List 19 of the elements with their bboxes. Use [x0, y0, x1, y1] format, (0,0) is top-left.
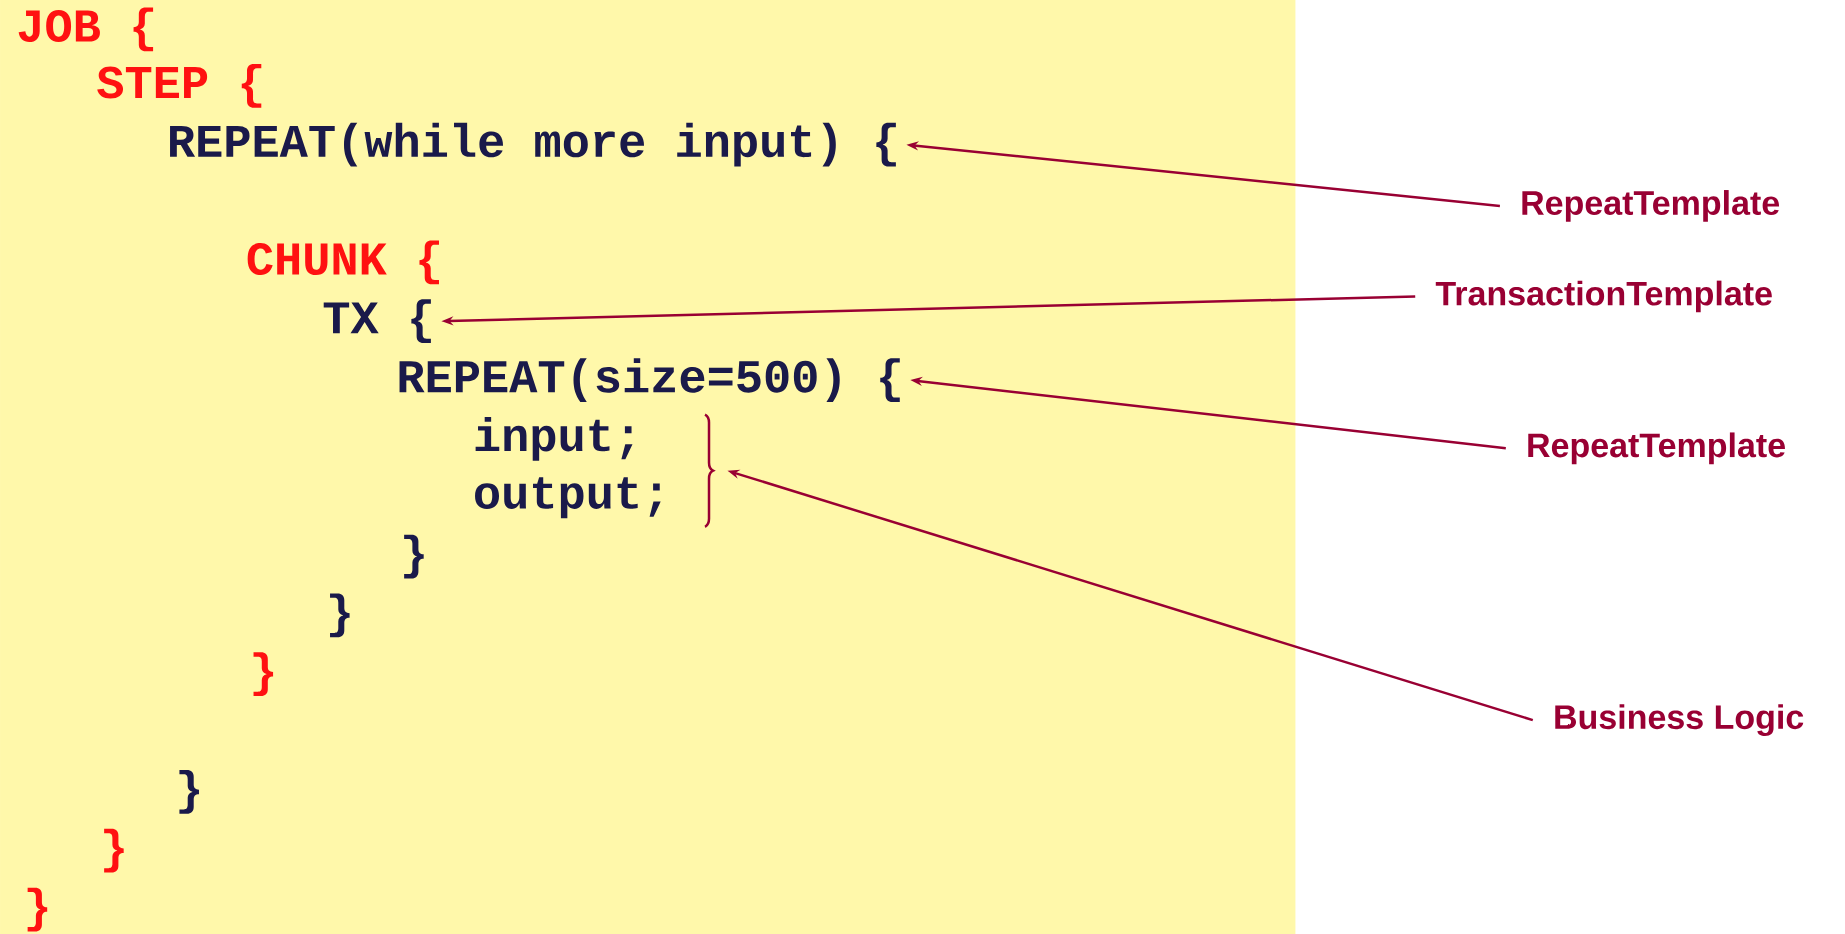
code-text: } — [179, 769, 199, 814]
code-line: REPEAT(size=500) { — [399, 358, 900, 402]
code-text: } — [27, 887, 48, 932]
code-text: STEP { — [97, 63, 262, 108]
callout-label: RepeatTemplate — [1522, 190, 1780, 222]
code-text: CHUNK { — [247, 240, 439, 285]
code-text: } — [253, 652, 274, 697]
code-line: REPEAT(while more input) { — [170, 122, 896, 167]
code-text: input; — [475, 416, 633, 461]
callout-label: TransactionTemplate — [1435, 280, 1772, 313]
code-text: } — [404, 534, 424, 579]
code-text: JOB { — [18, 7, 154, 52]
callout-label: Business Logic — [1555, 704, 1804, 736]
code-text: output; — [475, 477, 661, 519]
code-line: TX { — [323, 299, 431, 344]
curly-brace — [704, 413, 715, 528]
code-text: } — [330, 593, 350, 638]
callout-label: RepeatTemplate — [1528, 432, 1785, 465]
code-text: } — [104, 828, 124, 873]
